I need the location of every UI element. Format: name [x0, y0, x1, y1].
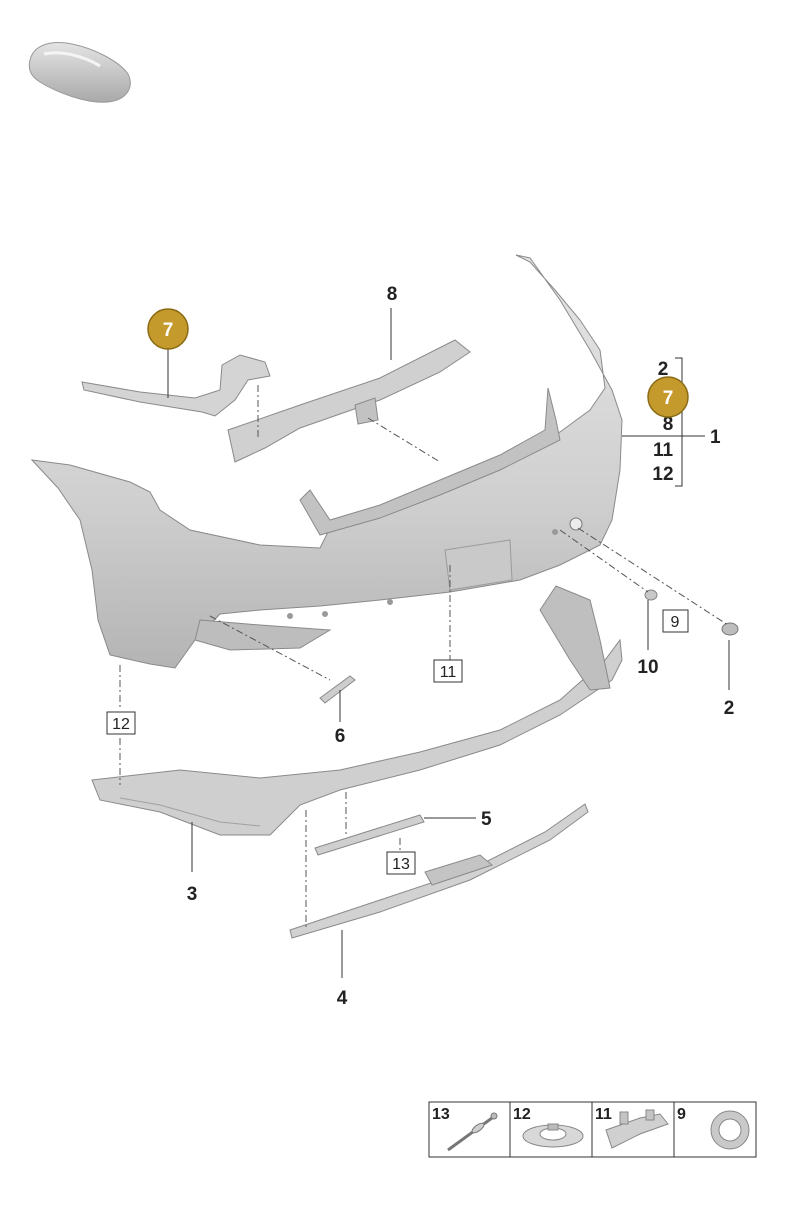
bumper-cover-part — [30, 254, 623, 669]
badge-left: 7 — [147, 308, 189, 350]
callout-group-8: 8 — [663, 414, 674, 435]
leader-lines — [167, 308, 730, 978]
legend-cell-13: 13 — [432, 1106, 498, 1152]
callout-3: 3 — [187, 884, 198, 905]
callout-6: 6 — [335, 726, 346, 747]
boxed-13: 13 — [386, 851, 416, 875]
legend-cell-9: 9 — [677, 1106, 750, 1150]
legend-num-9: 9 — [677, 1106, 686, 1123]
trim-strip-part — [314, 814, 425, 856]
diffuser-part — [91, 585, 623, 836]
bracket-icon — [605, 1109, 669, 1149]
callout-1: 1 — [710, 427, 721, 448]
clip-ring-icon — [522, 1123, 584, 1148]
callout-2: 2 — [724, 698, 735, 719]
clip-part — [644, 589, 658, 601]
callout-10: 10 — [637, 657, 658, 678]
callout-8: 8 — [387, 284, 398, 305]
side-guide-part — [81, 354, 271, 417]
badge-right: 7 — [647, 376, 689, 418]
boxed-9: 9 — [662, 609, 689, 633]
callout-4: 4 — [337, 988, 348, 1009]
badge-left-label: 7 — [163, 320, 174, 341]
callout-group-2: 2 — [658, 359, 669, 380]
assembly-lines — [119, 385, 729, 928]
bumper-bracket-part — [227, 339, 471, 463]
callout-group-11: 11 — [653, 440, 674, 461]
boxed-13-label: 13 — [392, 856, 410, 873]
grommet-icon — [710, 1110, 750, 1150]
boxed-9-label: 9 — [671, 614, 680, 631]
push-rivet-icon — [447, 1112, 498, 1152]
boxed-11: 11 — [433, 659, 463, 683]
legend-num-13: 13 — [432, 1106, 450, 1123]
legend-table: 13 12 11 9 — [428, 1101, 757, 1158]
legend-cell-12: 12 — [513, 1106, 584, 1148]
reflector-part — [319, 675, 356, 704]
legend-cell-11: 11 — [595, 1106, 669, 1149]
car-silhouette-icon — [28, 42, 131, 103]
callout-5: 5 — [481, 809, 492, 830]
badge-right-label: 7 — [663, 388, 674, 409]
callout-group-12: 12 — [652, 464, 673, 485]
legend-num-11: 11 — [595, 1106, 612, 1123]
plug-part — [721, 622, 739, 636]
legend-num-12: 12 — [513, 1106, 531, 1123]
boxed-12-label: 12 — [112, 716, 130, 733]
boxed-11-label: 11 — [440, 664, 457, 681]
boxed-12: 12 — [106, 711, 136, 735]
lower-strip-part — [289, 803, 589, 939]
